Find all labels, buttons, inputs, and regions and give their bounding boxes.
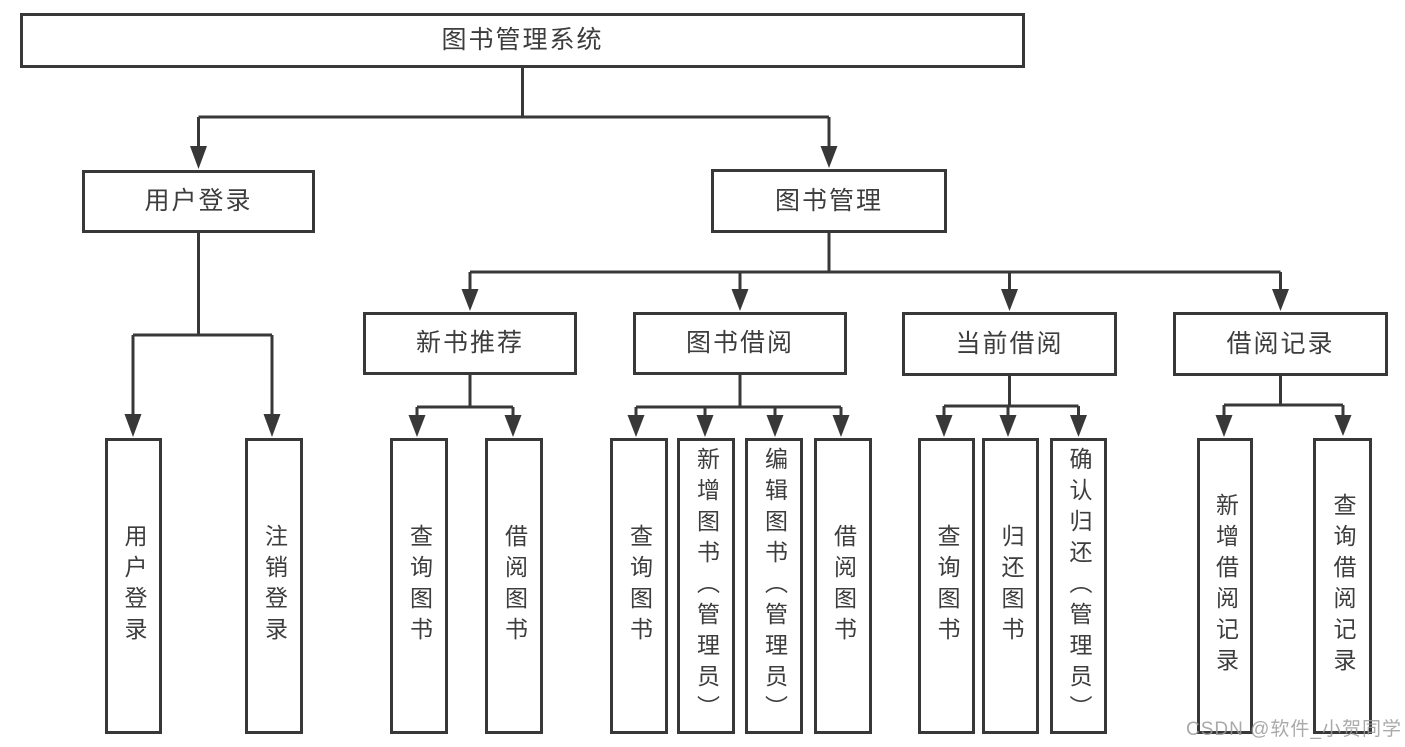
leaf-query-books-borrowing: 查询图书 — [610, 438, 668, 734]
node-book-borrowing: 图书借阅 — [633, 312, 847, 375]
arrowhead — [832, 415, 850, 437]
csdn-watermark: CSDN @软件_小贺同学 — [1186, 719, 1402, 740]
connector-book-mgmt-to-level3 — [468, 233, 1282, 289]
arrowhead — [408, 415, 426, 437]
arrowhead — [999, 415, 1017, 437]
node-borrowing-records: 借阅记录 — [1173, 312, 1388, 376]
arrowhead — [627, 415, 645, 437]
node-user-login: 用户登录 — [82, 170, 315, 233]
leaf-return-book: 归还图书 — [982, 438, 1039, 734]
leaf-query-borrow-record: 查询借阅记录 — [1313, 438, 1372, 734]
leaf-user-login: 用户登录 — [105, 438, 162, 734]
leaf-borrow-books-recommend: 借阅图书 — [485, 438, 543, 734]
leaf-edit-book-admin: 编辑图书（管理员） — [745, 438, 803, 734]
arrowhead — [461, 289, 479, 311]
leaf-add-borrow-record: 新增借阅记录 — [1197, 438, 1253, 734]
connector-borrow-records-to-leaves — [1222, 376, 1345, 415]
arrowhead — [190, 146, 207, 169]
arrowheads — [124, 146, 1352, 437]
connector-new-books-to-leaves — [415, 375, 515, 415]
arrowhead — [766, 415, 784, 437]
arrowhead — [124, 414, 142, 437]
arrowhead — [696, 415, 714, 437]
arrowhead — [935, 415, 953, 437]
leaf-query-books-recommend: 查询图书 — [390, 438, 448, 734]
arrowhead — [731, 289, 749, 311]
leaf-borrow-books-borrowing: 借阅图书 — [814, 438, 872, 734]
connector-user-login-to-leaves — [131, 233, 274, 414]
arrowhead — [1272, 289, 1289, 311]
arrowhead — [1334, 415, 1352, 436]
leaf-confirm-return-admin: 确认归还（管理员） — [1050, 438, 1107, 734]
leaf-query-books-current: 查询图书 — [918, 438, 975, 734]
connector-current-borrow-to-leaves — [942, 376, 1080, 415]
node-book-management: 图书管理 — [711, 169, 947, 233]
arrowhead — [504, 415, 522, 437]
node-new-book-recommend: 新书推荐 — [363, 312, 577, 375]
connector-book-borrow-to-leaves — [634, 375, 843, 415]
leaf-logout: 注销登录 — [245, 438, 303, 734]
arrowhead — [1215, 415, 1233, 437]
arrowhead — [263, 414, 281, 437]
node-current-borrowing: 当前借阅 — [902, 312, 1117, 376]
arrowhead — [1070, 415, 1087, 437]
connector-root-to-level2 — [197, 68, 831, 146]
arrowhead — [820, 146, 838, 168]
leaf-add-book-admin: 新增图书（管理员） — [677, 438, 735, 734]
node-root-library-system: 图书管理系统 — [20, 13, 1025, 68]
arrowhead — [1001, 289, 1018, 311]
